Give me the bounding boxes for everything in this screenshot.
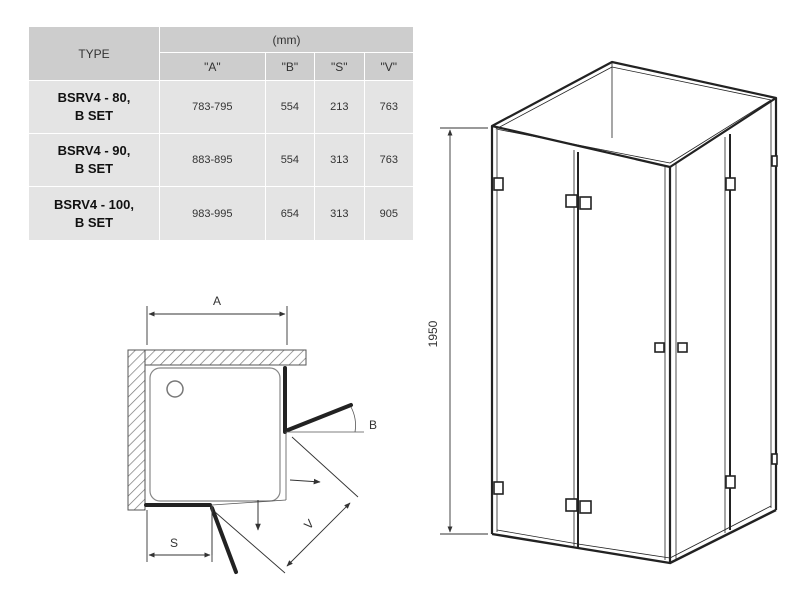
value-s: 213 [314,80,365,134]
type-cell: BSRV4 - 80, B SET [28,80,160,134]
dimension-label-b: B [369,418,377,432]
value-v: 763 [363,133,415,187]
value-a: 783-795 [159,80,266,134]
type-name: BSRV4 - 90, [57,143,131,158]
type-cell: BSRV4 - 90, B SET [28,133,160,187]
value-b: 554 [264,133,316,187]
value-v: 905 [363,186,415,241]
dimension-label-a: A [213,294,221,308]
dimension-a [146,306,288,345]
table-row: BSRV4 - 80,B SET 783-795 554 213 763 [28,80,415,134]
type-set: B SET [74,161,114,176]
type-name: BSRV4 - 80, [57,90,131,105]
dimension-s [146,510,213,562]
table-row: BSRV4 - 100,B SET 983-995 654 313 905 [28,186,415,241]
hinges [493,155,778,514]
height-label: 1950 [426,320,440,347]
column-header-v: "V" [363,52,415,81]
shower-enclosure-3d [490,60,778,565]
dimension-label-v: V [301,517,317,533]
type-cell: BSRV4 - 100, B SET [28,186,160,241]
type-set: B SET [74,214,114,230]
shower-tray [149,367,281,502]
value-a: 983-995 [159,186,266,241]
type-set: B SET [74,108,114,123]
wall-hatching [127,349,307,511]
table-row: BSRV4 - 90,B SET 883-895 554 313 763 [28,133,415,187]
type-header: TYPE [28,26,160,81]
value-s: 313 [314,186,365,241]
door-handles [654,342,688,353]
column-header-s: "S" [314,52,365,81]
type-name: BSRV4 - 100, [54,196,134,212]
opening-arrow [289,478,321,485]
value-a: 883-895 [159,133,266,187]
dimension-v [214,436,359,574]
dimensions-table: TYPE (mm) "A" "B" "S" "V" BSRV4 - 80,B S… [28,26,415,241]
drain-icon [166,380,184,398]
dimension-label-s: S [170,536,178,550]
dimension-height [440,127,488,535]
glass-panels [144,366,353,574]
